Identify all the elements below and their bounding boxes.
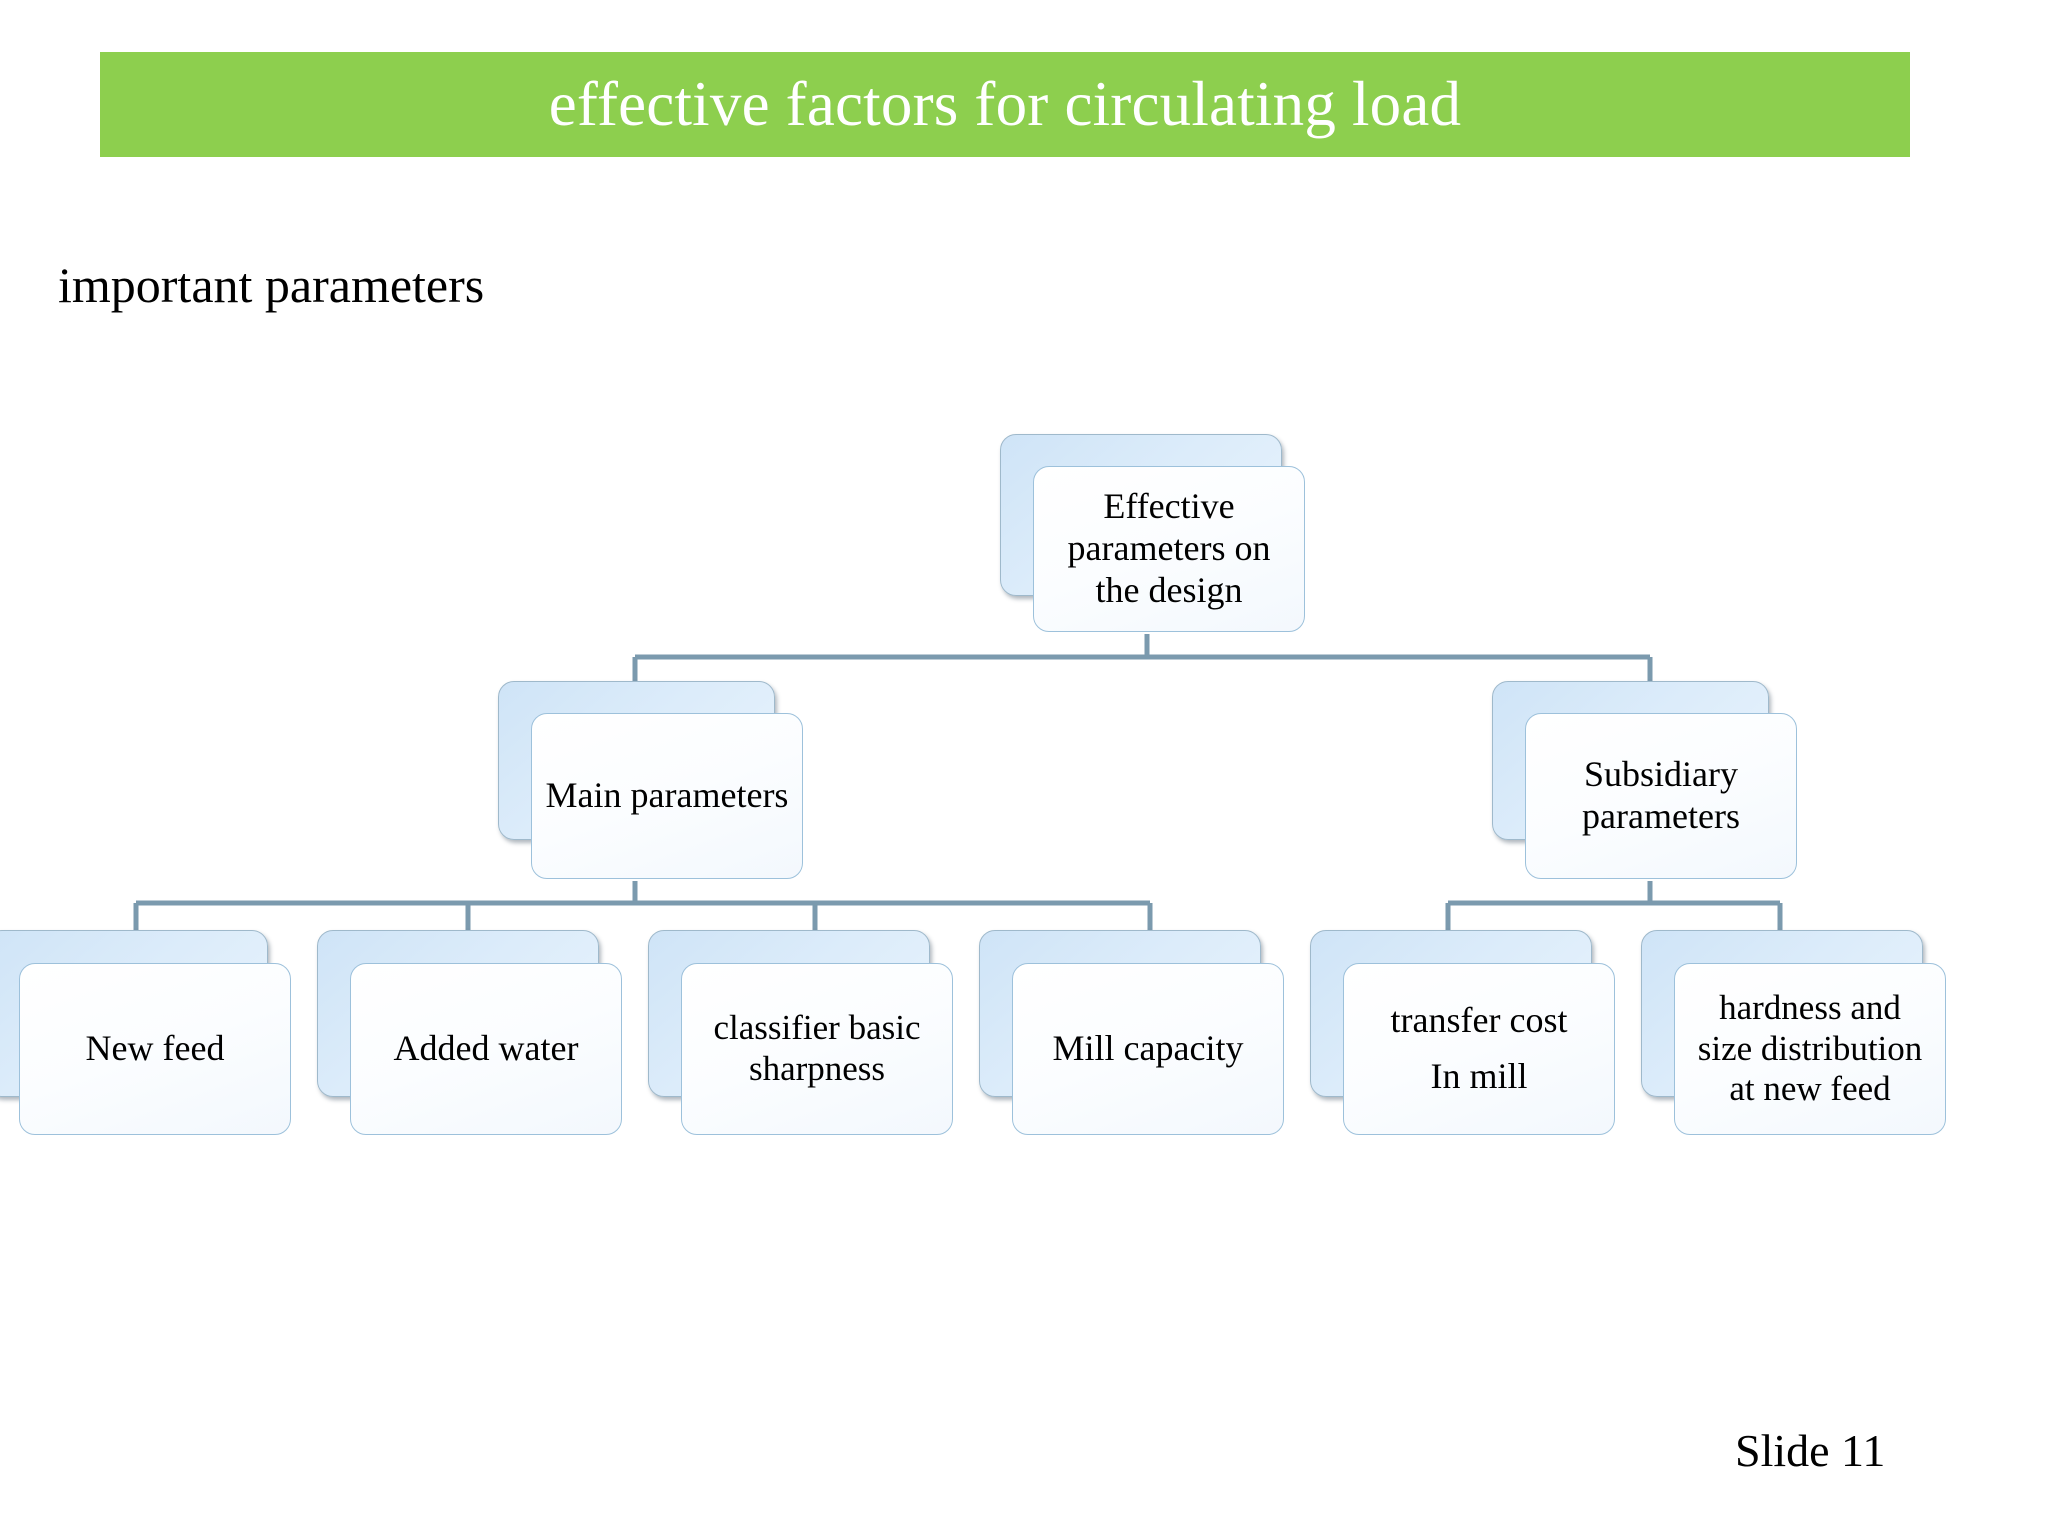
title-banner: effective factors for circulating load [100,52,1910,157]
node-card: hardness and size distribution at new fe… [1674,963,1946,1135]
slide-number: Slide 11 [1735,1425,1886,1476]
node-card: Effective parameters on the design [1033,466,1305,632]
node-label: classifier basic sharpness [713,1008,921,1088]
node-label: hardness and size distribution at new fe… [1697,988,1923,1109]
node-added-water[interactable]: Added water [317,930,627,1140]
node-card: Mill capacity [1012,963,1284,1135]
node-label: Mill capacity [1052,1028,1244,1069]
node-label: Effective parameters on the design [1067,486,1271,610]
node-label: Added water [393,1028,579,1069]
node-effective-parameters[interactable]: Effective parameters on the design [1000,434,1310,634]
node-transfer-cost-in-mill[interactable]: transfer cost In mill [1310,930,1620,1140]
node-mill-capacity[interactable]: Mill capacity [979,930,1289,1140]
node-label: transfer cost In mill [1390,1000,1568,1096]
page-title: effective factors for circulating load [548,69,1462,139]
node-label: Subsidiary parameters [1582,754,1740,836]
node-label: New feed [85,1028,225,1069]
node-card: classifier basic sharpness [681,963,953,1135]
node-hardness-size-distribution[interactable]: hardness and size distribution at new fe… [1641,930,1951,1140]
node-card: transfer cost In mill [1343,963,1615,1135]
node-new-feed[interactable]: New feed [0,930,296,1140]
node-card: Main parameters [531,713,803,879]
node-classifier-basic-sharpness[interactable]: classifier basic sharpness [648,930,958,1140]
section-subtitle: important parameters [58,257,485,313]
node-card: Subsidiary parameters [1525,713,1797,879]
node-label: Main parameters [545,775,789,816]
node-card: New feed [19,963,291,1135]
node-main-parameters[interactable]: Main parameters [498,681,810,881]
node-card: Added water [350,963,622,1135]
node-subsidiary-parameters[interactable]: Subsidiary parameters [1492,681,1804,881]
